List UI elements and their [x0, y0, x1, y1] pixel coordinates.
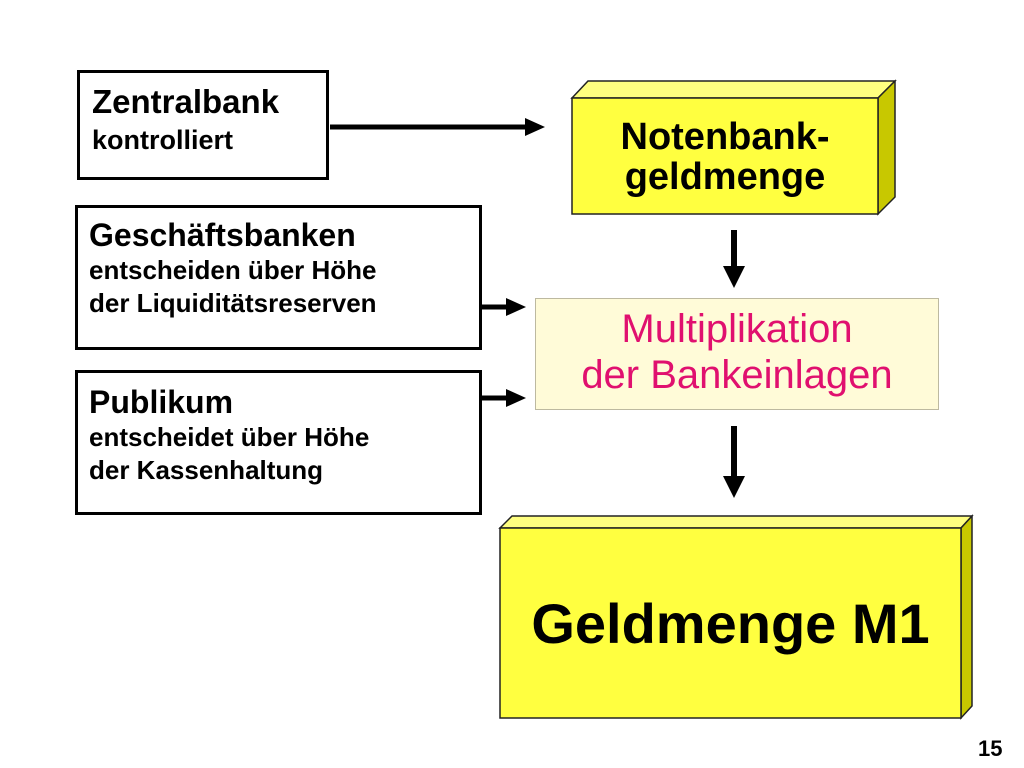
publikum-line-2: der Kassenhaltung	[89, 455, 324, 486]
notenbankgeldmenge-line-2: geldmenge	[624, 156, 826, 198]
zentralbank-box: Zentralbank kontrolliert	[77, 70, 329, 180]
geldmenge-m1-label: Geldmenge M1	[531, 591, 930, 655]
notenbankgeldmenge-box	[570, 79, 897, 216]
geschaeftsbanken-line-1: entscheiden über Höhe	[89, 254, 377, 285]
zentralbank-text: kontrolliert	[92, 124, 234, 155]
arrow-geschaeftsbanken-to-multiplikation	[482, 298, 526, 316]
geschaeftsbanken-line-2: der Liquiditätsreserven	[89, 288, 377, 319]
notenbankgeldmenge-label: Notenbank- geldmenge	[572, 103, 878, 213]
geldmenge-m1-box	[498, 514, 974, 720]
arrow-multiplikation-to-m1	[723, 426, 745, 498]
publikum-title: Publikum	[89, 384, 234, 420]
notenbankgeldmenge-line-1: Notenbank-	[620, 116, 830, 159]
multiplikation-line-1: Multiplikation	[621, 307, 853, 351]
arrow-publikum-to-multiplikation	[482, 389, 526, 407]
multiplikation-box: Multiplikation der Bankeinlagen	[535, 298, 939, 410]
arrow-notenbank-to-multiplikation	[723, 230, 745, 288]
geschaeftsbanken-title: Geschäftsbanken	[89, 217, 356, 253]
zentralbank-title: Zentralbank	[92, 83, 280, 120]
publikum-line-1: entscheidet über Höhe	[89, 421, 370, 452]
publikum-box: Publikum entscheidet über Höhe der Kasse…	[75, 370, 482, 515]
geschaeftsbanken-box: Geschäftsbanken entscheiden über Höhe de…	[75, 205, 482, 350]
page-number: 15	[978, 736, 1003, 761]
multiplikation-line-2: der Bankeinlagen	[581, 353, 893, 397]
arrow-zentralbank-to-notenbank	[330, 118, 545, 136]
